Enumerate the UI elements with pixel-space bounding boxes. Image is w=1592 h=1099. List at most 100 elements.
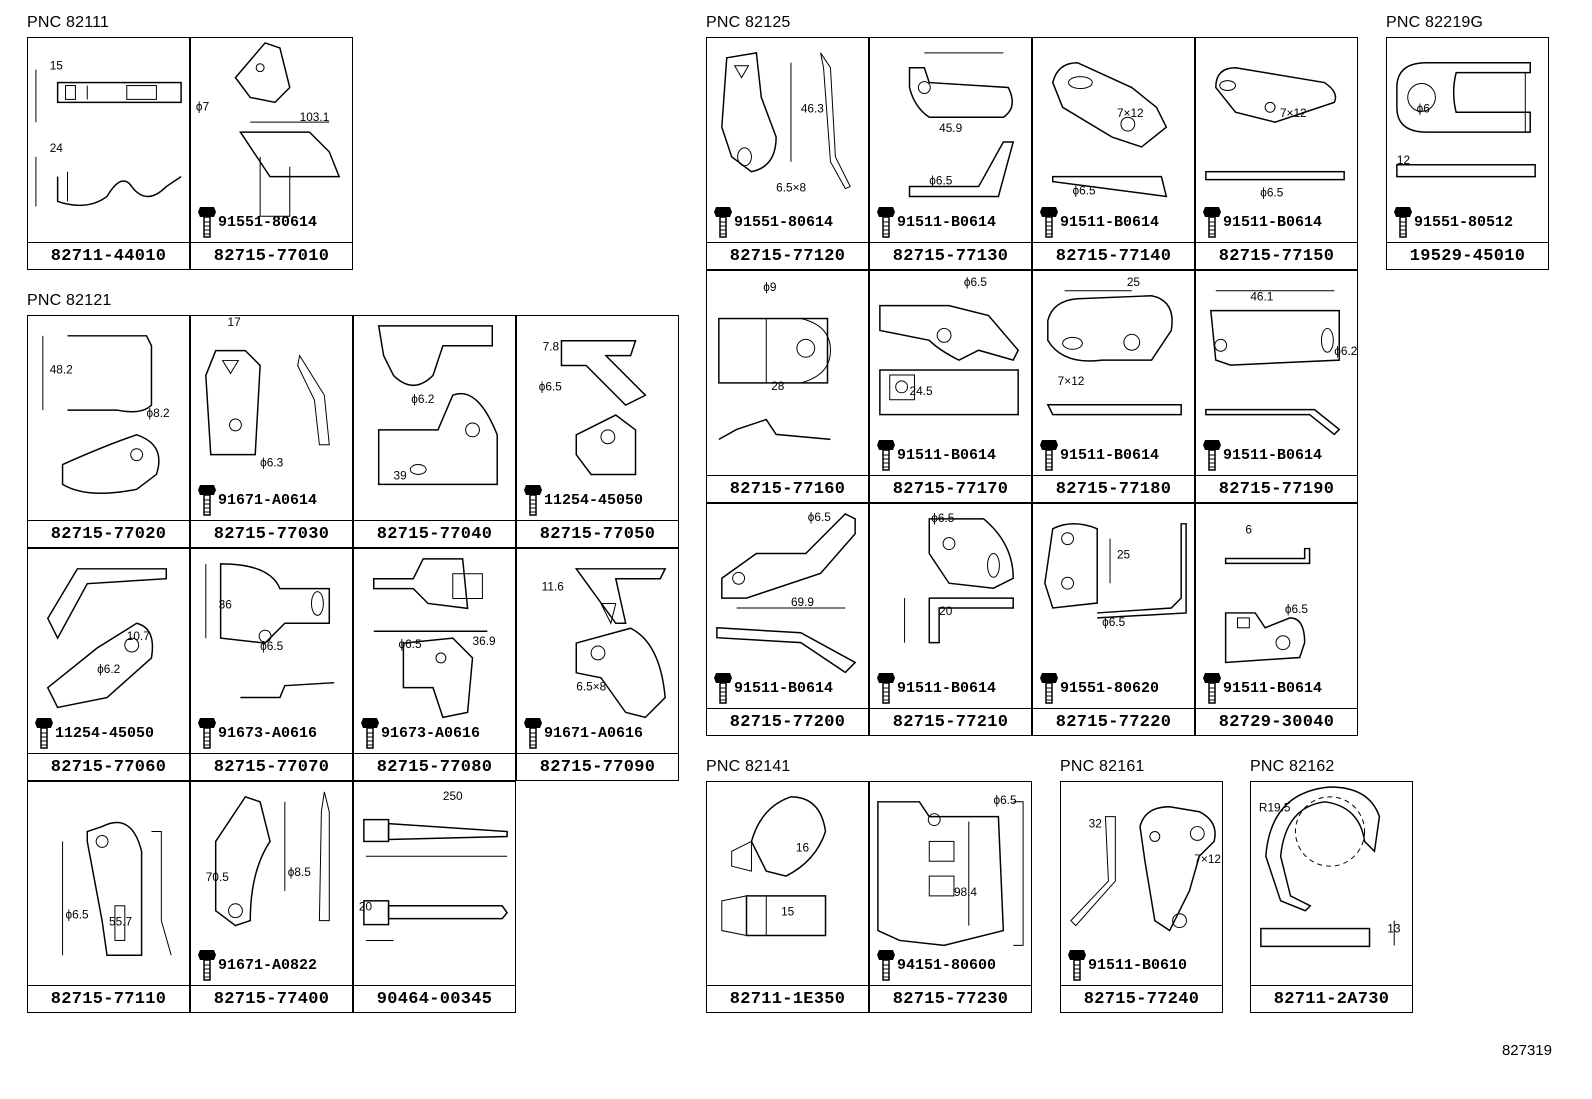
pnc-82125-label: PNC 82125	[706, 14, 791, 31]
bolt-callout: 91511-B0614	[876, 671, 996, 705]
part-number[interactable]: 82715-77220	[1033, 708, 1194, 735]
part-number[interactable]: 90464-00345	[354, 985, 515, 1012]
part-cell-82715-77240[interactable]: 32 7×12 91511-B0610 82715-77240	[1060, 781, 1223, 1013]
bolt-icon	[35, 718, 53, 749]
part-number[interactable]: 82715-77200	[707, 708, 868, 735]
bolt-icon	[1394, 207, 1412, 238]
dimension-label: 48.2	[50, 362, 73, 376]
pnc-82219g-label: PNC 82219G	[1386, 14, 1484, 31]
dimension-label: 17	[228, 316, 241, 329]
dimension-label: 103.1	[300, 110, 330, 124]
part-cell-82715-77030[interactable]: 17 ϕ6.3 91671-A0614 82715-77030	[190, 315, 353, 548]
part-number[interactable]: 82715-77030	[191, 520, 352, 547]
bolt-icon	[877, 950, 895, 981]
part-number[interactable]: 82715-77080	[354, 753, 515, 780]
part-number[interactable]: 82715-77230	[870, 985, 1031, 1012]
part-number[interactable]: 82715-77120	[707, 242, 868, 269]
bolt-icon	[1068, 950, 1086, 981]
part-number[interactable]: 82711-44010	[28, 242, 189, 269]
bolt-callout: 91551-80614	[713, 205, 833, 239]
part-number[interactable]: 82729-30040	[1196, 708, 1357, 735]
part-number[interactable]: 82715-77150	[1196, 242, 1357, 269]
part-number[interactable]: 82715-77010	[191, 242, 352, 269]
part-illustration: 48.2ϕ8.2	[42, 335, 170, 494]
part-illustration: 17 ϕ6.3	[205, 316, 330, 470]
dimension-label: 20	[939, 604, 953, 618]
part-number[interactable]: 82715-77160	[707, 475, 868, 502]
part-number[interactable]: 82715-77400	[191, 985, 352, 1012]
part-number[interactable]: 82715-77240	[1061, 985, 1222, 1012]
pnc-82121-label: PNC 82121	[27, 292, 112, 309]
part-number[interactable]: 82715-77140	[1033, 242, 1194, 269]
dimension-label: 24.5	[910, 384, 933, 398]
part-number[interactable]: 82715-77170	[870, 475, 1031, 502]
part-number[interactable]: 82715-77210	[870, 708, 1031, 735]
bolt-callout: 91671-A0822	[197, 948, 317, 982]
dimension-label: ϕ6.5	[964, 275, 988, 289]
part-number[interactable]: 82715-77020	[28, 520, 189, 547]
bolt-part-number: 91511-B0614	[734, 679, 834, 697]
part-number[interactable]: 82715-77050	[517, 520, 678, 547]
dimension-label: 7×12	[1194, 852, 1221, 866]
bolt-part-number: 91671-A0616	[544, 724, 644, 742]
part-cell-82715-77210[interactable]: ϕ6.5 20 91511-B0614 82715-77210	[869, 503, 1032, 736]
dimension-label: 36	[219, 597, 233, 611]
dimension-label: ϕ6.3	[260, 456, 284, 470]
bolt-icon	[524, 485, 542, 516]
bolt-part-number: 91511-B0614	[1223, 679, 1323, 697]
bolt-part-number: 91511-B0610	[1088, 956, 1188, 974]
bolt-callout: 91511-B0614	[1202, 438, 1322, 472]
part-number[interactable]: 82715-77180	[1033, 475, 1194, 502]
dimension-label: ϕ6.5	[398, 637, 422, 651]
part-number[interactable]: 82715-77040	[354, 520, 515, 547]
bolt-part-number: 91511-B0614	[897, 679, 997, 697]
part-number[interactable]: 19529-45010	[1387, 242, 1548, 269]
part-number[interactable]: 82715-77090	[517, 753, 678, 780]
dimension-label: ϕ6.5	[931, 511, 955, 525]
dimension-label: 32	[1089, 817, 1102, 831]
dimension-label: ϕ6.5	[1260, 185, 1284, 199]
bolt-part-number: 91671-A0614	[218, 491, 318, 509]
part-number[interactable]: 82715-77130	[870, 242, 1031, 269]
part-number[interactable]: 82715-77060	[28, 753, 189, 780]
bolt-icon	[877, 673, 895, 704]
part-number[interactable]: 82715-77190	[1196, 475, 1357, 502]
part-number[interactable]: 82711-2A730	[1251, 985, 1412, 1012]
part-number[interactable]: 82715-77070	[191, 753, 352, 780]
part-number[interactable]: 82715-77110	[28, 985, 189, 1012]
part-number[interactable]: 82711-1E350	[707, 985, 868, 1012]
dimension-label: 45.9	[939, 121, 962, 135]
part-illustration: ϕ6.569.9	[716, 510, 857, 674]
dimension-label: 250	[443, 789, 463, 803]
dimension-label: ϕ6.5	[1102, 615, 1126, 629]
